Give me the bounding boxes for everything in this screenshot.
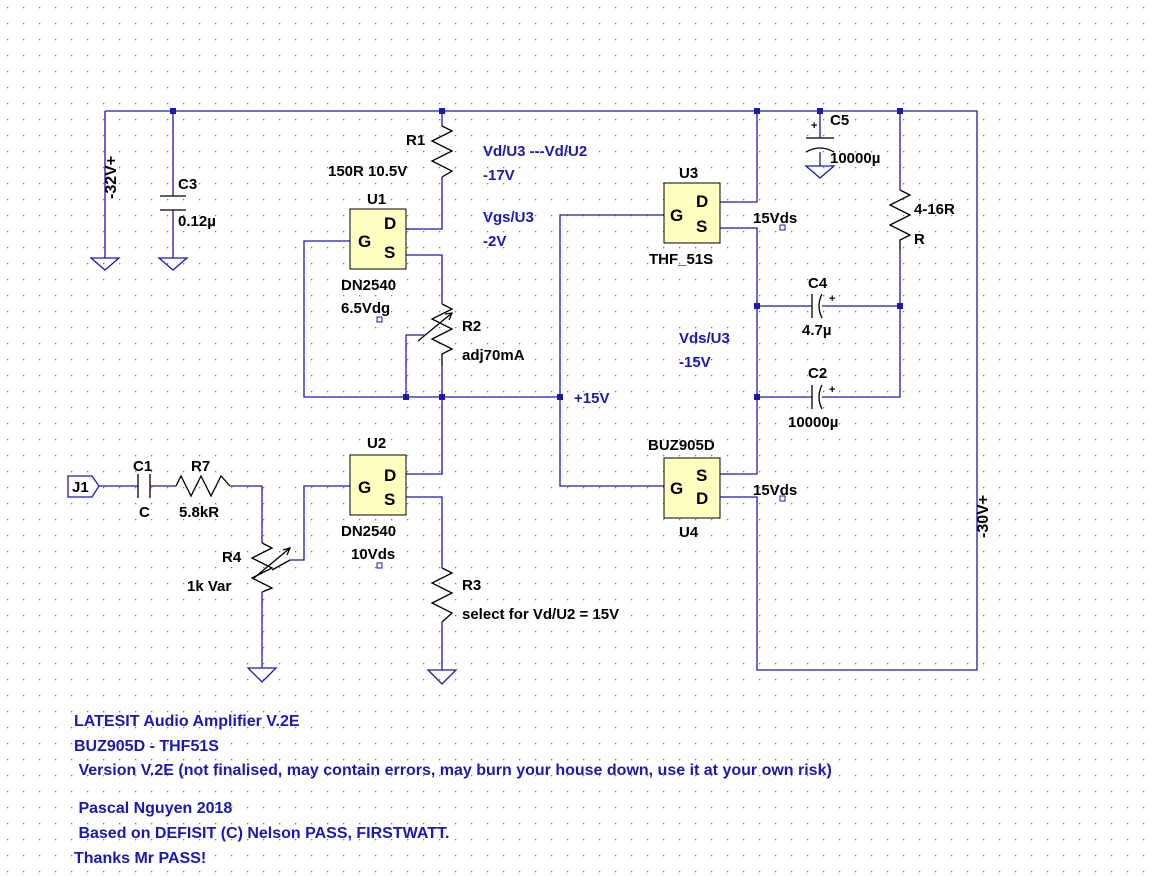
footer-line-2: BUZ905D - THF51S: [74, 738, 219, 755]
supply-right-label: -30V+: [975, 495, 992, 538]
u3-pin-s: S: [696, 217, 707, 236]
u4-pin-d: D: [696, 489, 708, 508]
capacitor-symbols: [137, 137, 835, 498]
chip-u4: [663, 457, 721, 519]
chip-u2: [349, 454, 407, 516]
chip-leads: [406, 201, 728, 498]
j1-port-symbol: [67, 475, 100, 498]
u2-pin-g: G: [358, 478, 371, 497]
u2-ref: U2: [367, 435, 386, 452]
c5-ref: C5: [830, 112, 849, 129]
c4-ref: C4: [808, 275, 828, 292]
c5-plus: +: [811, 120, 817, 132]
annotation-notes: +15V Vd/U3 ---Vd/U2 -17V Vgs/U3 -2V Vds/…: [483, 143, 730, 407]
c3-value: 0.12µ: [178, 213, 216, 230]
u3-ref: U3: [679, 165, 698, 182]
footer-line-7: Thanks Mr PASS!: [74, 850, 206, 867]
c2-symbol: [811, 384, 823, 410]
u4-note: 15Vds: [753, 482, 797, 499]
c5-value: 10000µ: [830, 150, 880, 167]
c4-symbol: [811, 293, 823, 319]
u3-part: THF_51S: [649, 251, 713, 268]
ground-symbols: [89, 165, 836, 685]
c4-plus: +: [829, 293, 835, 305]
r3-symbol: [430, 567, 454, 623]
chip-u1: [349, 208, 407, 270]
c5-symbol: [805, 137, 835, 153]
u2-part: DN2540: [341, 523, 396, 540]
c2-value: 10000µ: [788, 414, 838, 431]
r4-value: 1k Var: [187, 578, 231, 595]
r1-value: 150R 10.5V: [328, 163, 407, 180]
u3-pin-g: G: [670, 206, 683, 225]
note-vgs-value: -2V: [483, 233, 506, 250]
footer-line-3: Version V.2E (not finalised, may contain…: [74, 762, 832, 779]
r2-symbol: [430, 303, 454, 366]
r7-symbol: [175, 474, 231, 498]
footer-line-5: Pascal Nguyen 2018: [74, 800, 232, 817]
c2-ref: C2: [808, 365, 827, 382]
note-vds-value: -15V: [679, 354, 711, 371]
r7-value: 5.8kR: [179, 504, 219, 521]
u1-pin-d: D: [384, 214, 396, 233]
footer-notes: LATESIT Audio Amplifier V.2E BUZ905D - T…: [74, 713, 832, 867]
u2-pin-s: S: [384, 490, 395, 509]
r4-ref: R4: [222, 549, 242, 566]
u3-note: 15Vds: [753, 210, 797, 227]
u1-pin-s: S: [384, 243, 395, 262]
u3-pin-d: D: [696, 192, 708, 211]
rl-value: 4-16R: [914, 201, 955, 218]
c1-value: C: [139, 504, 150, 521]
wires: [95, 110, 978, 671]
c3-symbol: [160, 195, 186, 211]
u2-pin-d: D: [384, 466, 396, 485]
r3-value: select for Vd/U2 = 15V: [462, 606, 619, 623]
probe-markers: [376, 224, 786, 569]
chip-u3: [663, 182, 721, 244]
u1-pin-g: G: [358, 232, 371, 251]
u4-pin-s: S: [696, 466, 707, 485]
rl-ref: R: [914, 231, 925, 248]
c1-symbol: [137, 474, 151, 498]
note-vgs: Vgs/U3: [483, 209, 534, 226]
note-vds: Vds/U3: [679, 330, 730, 347]
resistor-symbols: [175, 125, 912, 623]
j1-ref: J1: [72, 479, 89, 496]
r2-ref: R2: [462, 318, 481, 335]
footer-line-1: LATESIT Audio Amplifier V.2E: [74, 713, 300, 730]
u1-part: DN2540: [341, 277, 396, 294]
note-vd: Vd/U3 ---Vd/U2: [483, 143, 587, 160]
pin-letters: G D S G D S G D S G S D: [358, 192, 708, 509]
component-labels: R1 150R 10.5V U1 DN2540 6.5Vdg R2 adj70m…: [72, 112, 955, 623]
u1-ref: U1: [367, 191, 386, 208]
supply-left-label: -32V+: [103, 156, 120, 199]
rl-symbol: [888, 189, 912, 250]
note-vd-value: -17V: [483, 167, 515, 184]
r3-ref: R3: [462, 577, 481, 594]
u1-note: 6.5Vdg: [341, 300, 390, 317]
c4-value: 4.7µ: [802, 322, 832, 339]
u2-note: 10Vds: [351, 546, 395, 563]
polarity-marks: + + +: [811, 120, 835, 396]
c1-ref: C1: [133, 458, 152, 475]
r1-symbol: [430, 125, 454, 178]
u4-part: BUZ905D: [648, 437, 715, 454]
c2-plus: +: [829, 384, 835, 396]
net-label-plus15: +15V: [574, 390, 609, 407]
u4-pin-g: G: [670, 479, 683, 498]
c3-ref: C3: [178, 176, 197, 193]
r2-value: adj70mA: [462, 347, 525, 364]
u4-ref: U4: [679, 524, 699, 541]
r7-ref: R7: [191, 458, 210, 475]
junctions: [170, 108, 903, 400]
r4-symbol: [250, 542, 274, 593]
footer-line-6: Based on DEFISIT (C) Nelson PASS, FIRSTW…: [74, 825, 449, 842]
r1-ref: R1: [406, 132, 425, 149]
